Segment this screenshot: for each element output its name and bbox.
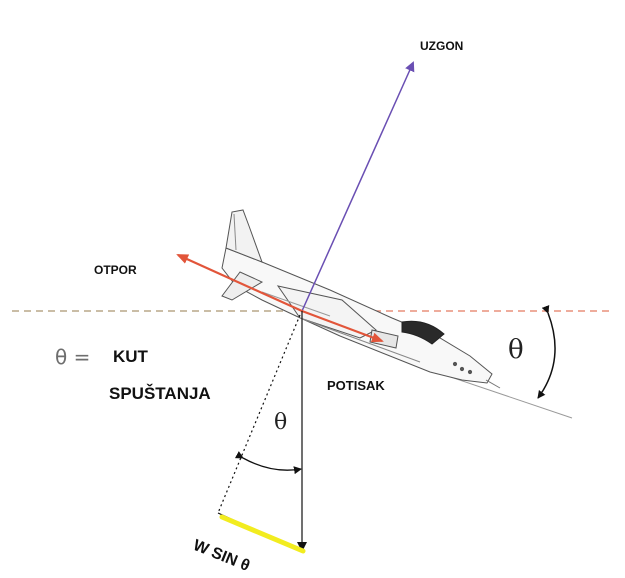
theta-definition-symbol: θ = [55, 345, 91, 369]
drag-label: OTPOR [94, 263, 137, 277]
aircraft-icon [221, 209, 501, 389]
weight-angle-theta: θ [274, 410, 288, 435]
thrust-arrow [301, 309, 384, 343]
thrust-label: POTISAK [327, 378, 385, 393]
drag-arrow [176, 253, 303, 313]
theta-definition-line2: SPUŠTANJA [109, 384, 211, 403]
theta-definition-line1: KUT [113, 347, 148, 366]
pitch-angle-theta: θ [508, 335, 524, 365]
lift-label: UZGON [420, 39, 464, 53]
lift-arrow [301, 61, 415, 312]
weight-component-dotted-line [217, 314, 301, 514]
weight-angle-arc [234, 451, 302, 475]
weight-component-highlight [219, 514, 306, 554]
pitch-angle-arc [537, 305, 556, 399]
